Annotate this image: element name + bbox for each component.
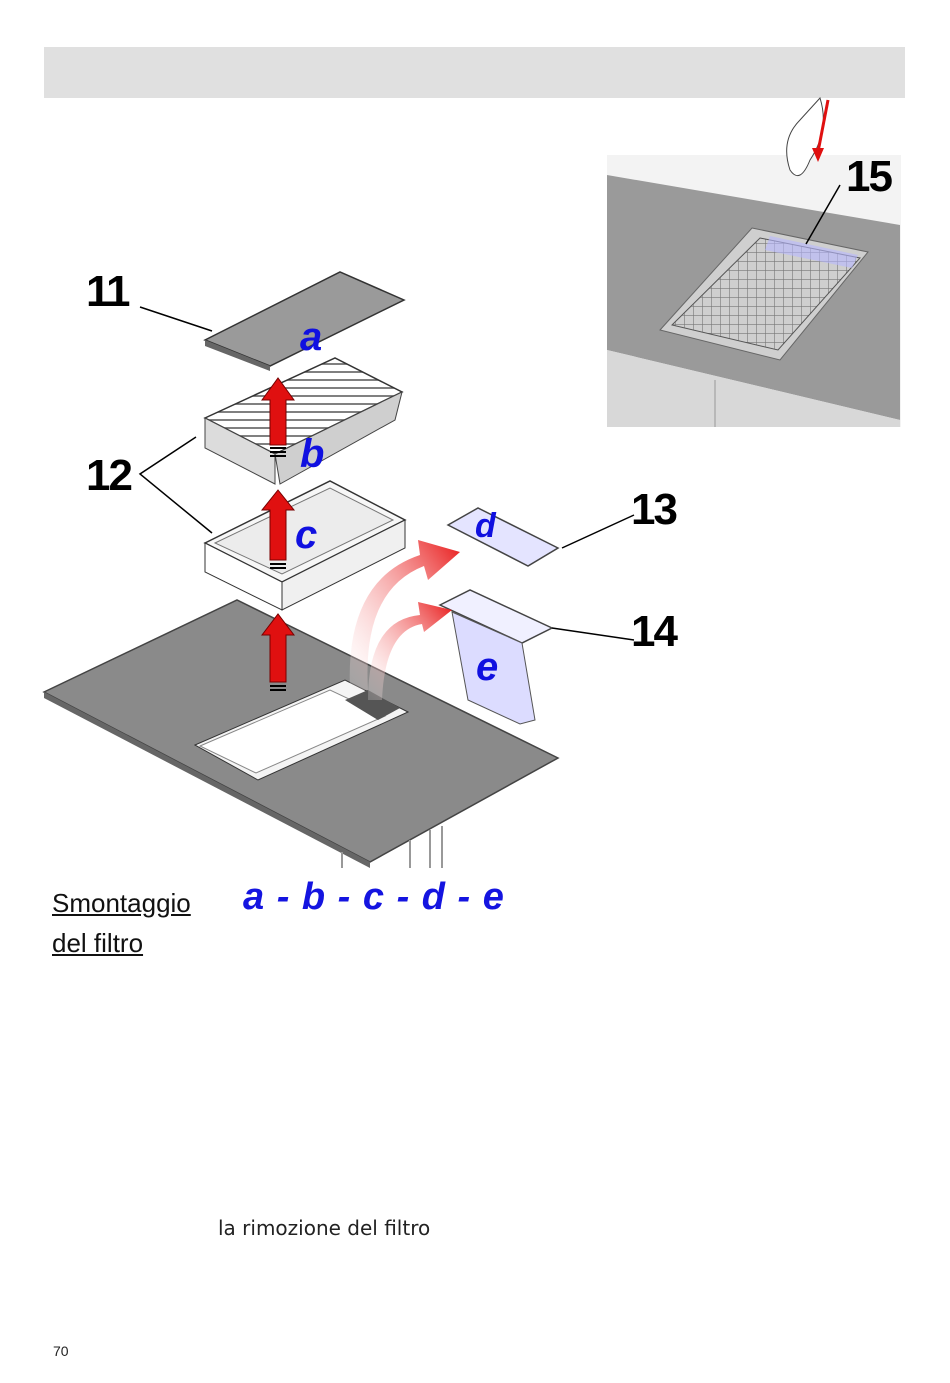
removal-sequence: a - b - c - d - e: [243, 876, 505, 919]
part-label-a: a: [300, 315, 322, 359]
callout-11: 11: [86, 267, 130, 316]
part-label-d: d: [475, 507, 497, 545]
part-label-e: e: [476, 645, 498, 689]
part-label-b: b: [300, 432, 324, 476]
caption-line-2: del filtro: [52, 923, 191, 963]
callout-15: 15: [846, 152, 892, 201]
caption-line-1: Smontaggio: [52, 883, 191, 923]
callout-14: 14: [631, 607, 678, 656]
footnote-text: la rimozione del filtro: [218, 1216, 430, 1240]
part-label-c: c: [295, 513, 317, 557]
page-number: 70: [53, 1343, 69, 1359]
inset-view: [607, 98, 901, 427]
callout-12: 12: [86, 451, 131, 500]
part-d-small-tray: [448, 508, 558, 566]
caption: Smontaggio del filtro: [52, 883, 191, 963]
callout-13: 13: [631, 485, 676, 534]
